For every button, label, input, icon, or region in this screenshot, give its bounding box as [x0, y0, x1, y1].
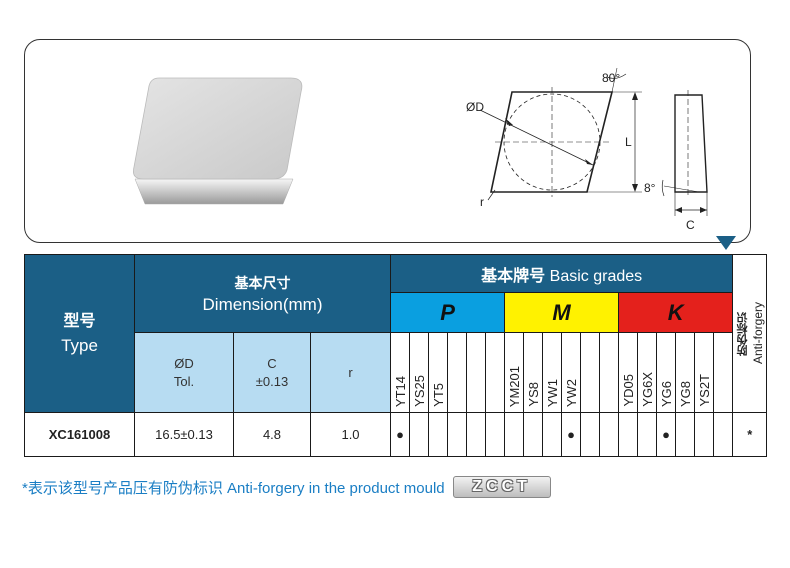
c-header-line1: C [267, 355, 277, 371]
anti-forgery-header-cn: 防伪标识 [736, 311, 749, 356]
grades-header-en: Basic grades [549, 267, 643, 285]
grade-name: YM201 [504, 332, 525, 413]
anti-forgery-header-en: Anti-forgery [750, 302, 765, 365]
d-header-line1: ØD [174, 355, 194, 371]
category-k: K [618, 292, 734, 333]
grade-mark [409, 412, 430, 457]
c-header-line2: ±0.13 [255, 373, 289, 389]
grade-name: YD05 [618, 332, 639, 413]
anti-forgery-header: 防伪标识 Anti-forgery [732, 254, 768, 413]
grade-mark [618, 412, 639, 457]
type-cell: XC161008 [24, 412, 135, 457]
d-tol-cell: 16.5±0.13 [134, 412, 234, 457]
table-row: XC161008 16.5±0.13 4.8 1.0 ● ● ● * [24, 412, 768, 457]
insert-3d-image [133, 77, 303, 205]
d-tol-header: ØD Tol. [134, 332, 234, 413]
c-header: C ±0.13 [233, 332, 311, 413]
grade-name: YW1 [542, 332, 563, 413]
grade-name: YS25 [409, 332, 430, 413]
category-p: P [390, 292, 506, 333]
specification-table: 型号 Type 基本尺寸 Dimension(mm) 基本牌号 Basic gr… [24, 254, 768, 457]
type-header-cn: 型号 [63, 312, 96, 330]
grade-mark [694, 412, 715, 457]
r-cell: 1.0 [309, 412, 392, 457]
grade-mark [637, 412, 658, 457]
grade-name [485, 332, 506, 413]
grade-name [713, 332, 734, 413]
grade-name [599, 332, 620, 413]
grade-name: YT14 [390, 332, 411, 413]
grade-mark [504, 412, 525, 457]
grade-name: YS2T [694, 332, 715, 413]
grade-name [466, 332, 487, 413]
grade-mark [447, 412, 468, 457]
grades-header: 基本牌号 Basic grades [390, 254, 734, 293]
grade-mark [466, 412, 487, 457]
anti-forgery-footnote: *表示该型号产品压有防伪标识 Anti-forgery in the produ… [22, 476, 551, 498]
dimension-header: 基本尺寸 Dimension(mm) [133, 254, 392, 333]
grade-mark [542, 412, 563, 457]
grade-name: YW2 [561, 332, 582, 413]
angle-80-label: 80° [602, 71, 620, 85]
footnote-text: *表示该型号产品压有防伪标识 Anti-forgery in the produ… [22, 479, 445, 497]
thickness-label: C [686, 218, 695, 232]
zcct-logo: ZCCT [452, 476, 551, 498]
grade-name [447, 332, 468, 413]
angle-8-label: 8° [644, 181, 656, 195]
grade-name: YG6X [637, 332, 658, 413]
insert-drawing: 80° ØD L r 8° C [133, 67, 708, 232]
category-m: M [504, 292, 620, 333]
r-header: r [309, 332, 392, 413]
diameter-label: ØD [466, 100, 484, 114]
dimension-header-en: Dimension(mm) [202, 294, 323, 314]
grade-mark [428, 412, 449, 457]
triangle-marker-icon [716, 236, 736, 250]
length-label: L [625, 135, 632, 149]
grade-mark [485, 412, 506, 457]
grade-name: YG8 [675, 332, 696, 413]
grade-name [580, 332, 601, 413]
c-cell: 4.8 [233, 412, 311, 457]
anti-forgery-star-icon: * [732, 412, 768, 457]
grade-name: YT5 [428, 332, 449, 413]
type-header-en: Type [61, 335, 98, 355]
grade-mark: ● [561, 412, 582, 457]
d-header-line2: Tol. [173, 373, 195, 389]
grade-mark: ● [656, 412, 677, 457]
grade-name: YG6 [656, 332, 677, 413]
type-header: 型号 Type [24, 254, 135, 413]
grade-mark [580, 412, 601, 457]
grade-mark: ● [390, 412, 411, 457]
insert-drawing-panel: 80° ØD L r 8° C [24, 39, 751, 243]
grade-mark [523, 412, 544, 457]
grade-mark [713, 412, 734, 457]
dimension-header-cn: 基本尺寸 [234, 274, 291, 291]
grade-mark [675, 412, 696, 457]
radius-label: r [480, 195, 484, 209]
grade-name: YS8 [523, 332, 544, 413]
grade-mark [599, 412, 620, 457]
insert-side-view-drawing [661, 90, 708, 216]
insert-top-view-drawing [479, 67, 642, 201]
grades-header-cn: 基本牌号 [481, 267, 546, 285]
